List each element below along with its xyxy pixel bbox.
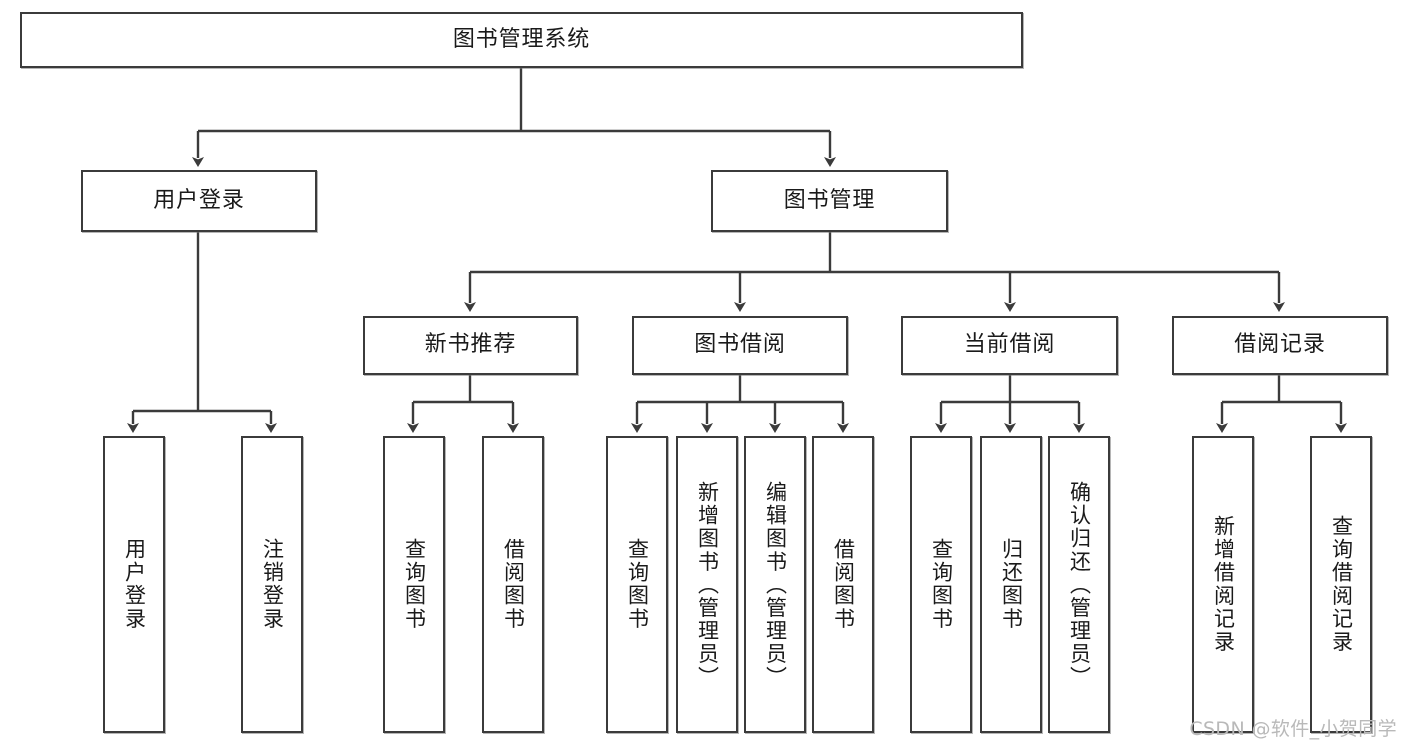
node-book-management[interactable]: 图书管理 xyxy=(711,170,948,232)
leaf-record-query-borrow-record[interactable]: 查询借阅记录 xyxy=(1310,436,1372,733)
node-label: 当前借阅 xyxy=(963,332,1056,358)
node-new-book-recommend[interactable]: 新书推荐 xyxy=(363,316,578,375)
node-current-borrow[interactable]: 当前借阅 xyxy=(901,316,1118,375)
node-label: 借阅记录 xyxy=(1234,332,1326,358)
leaf-current-confirm-return-admin[interactable]: 确认归还（管理员） xyxy=(1048,436,1110,733)
node-label: 用户登录 xyxy=(122,538,147,631)
node-label: 查询图书 xyxy=(625,538,650,631)
leaf-user-login[interactable]: 用户登录 xyxy=(103,436,165,733)
node-label: 注销登录 xyxy=(260,538,285,631)
node-label: 借阅图书 xyxy=(501,538,526,631)
node-label: 编辑图书（管理员） xyxy=(763,480,788,689)
node-label: 查询图书 xyxy=(402,538,427,631)
node-label: 图书管理 xyxy=(783,187,876,213)
node-root-system[interactable]: 图书管理系统 xyxy=(20,12,1023,68)
node-label: 新书推荐 xyxy=(424,332,517,358)
leaf-record-add-borrow-record[interactable]: 新增借阅记录 xyxy=(1192,436,1254,733)
node-label: 查询图书 xyxy=(929,538,954,631)
leaf-current-return-book[interactable]: 归还图书 xyxy=(980,436,1042,733)
node-label: 归还图书 xyxy=(999,538,1024,631)
node-label: 新增图书（管理员） xyxy=(695,480,720,689)
node-label: 图书管理系统 xyxy=(452,26,591,52)
node-label: 确认归还（管理员） xyxy=(1067,480,1092,689)
leaf-recommend-borrow-book[interactable]: 借阅图书 xyxy=(482,436,544,733)
node-label: 查询借阅记录 xyxy=(1329,515,1354,654)
leaf-current-query-book[interactable]: 查询图书 xyxy=(910,436,972,733)
leaf-recommend-query-book[interactable]: 查询图书 xyxy=(383,436,445,733)
node-user-login[interactable]: 用户登录 xyxy=(81,170,317,232)
node-borrow-record[interactable]: 借阅记录 xyxy=(1172,316,1388,375)
node-book-borrow[interactable]: 图书借阅 xyxy=(632,316,848,375)
leaf-borrow-borrow-book[interactable]: 借阅图书 xyxy=(812,436,874,733)
leaf-borrow-edit-book-admin[interactable]: 编辑图书（管理员） xyxy=(744,436,806,733)
leaf-user-logout[interactable]: 注销登录 xyxy=(241,436,303,733)
node-label: 图书借阅 xyxy=(694,332,786,358)
node-label: 新增借阅记录 xyxy=(1211,515,1236,654)
leaf-borrow-query-book[interactable]: 查询图书 xyxy=(606,436,668,733)
csdn-watermark: CSDN @软件_小贺同学 xyxy=(1189,718,1397,740)
node-label: 借阅图书 xyxy=(831,538,856,631)
leaf-borrow-add-book-admin[interactable]: 新增图书（管理员） xyxy=(676,436,738,733)
node-label: 用户登录 xyxy=(153,187,245,213)
